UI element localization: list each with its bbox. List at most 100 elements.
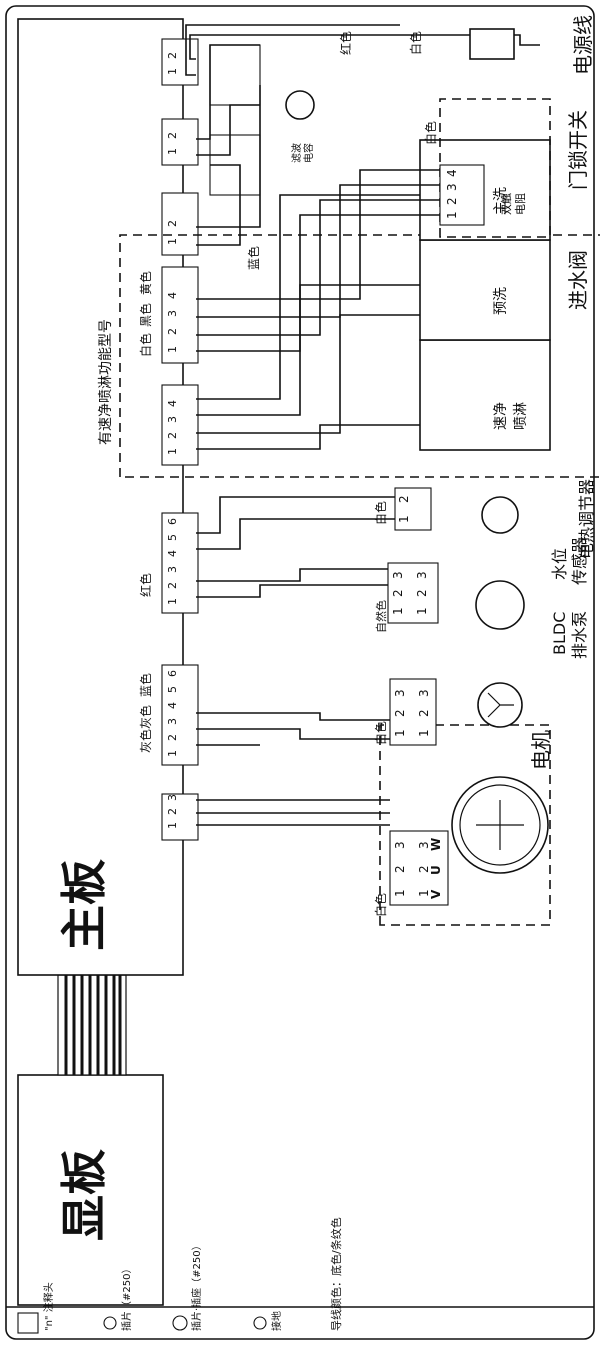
- label-red-2: 红色: [338, 31, 353, 55]
- svg-text:2: 2: [166, 432, 179, 439]
- svg-text:3: 3: [415, 571, 429, 579]
- svg-text:1: 1: [397, 515, 411, 523]
- svg-text:2: 2: [166, 52, 179, 59]
- svg-text:1: 1: [391, 607, 405, 615]
- label-black: 黑色: [139, 303, 153, 327]
- water-sensor-label-1: 水位: [550, 548, 569, 580]
- main-board-label: 主板: [57, 859, 111, 951]
- valve-wires: [196, 194, 420, 450]
- pump-label-2: 排水泵: [570, 611, 589, 659]
- legend: "n" 注释头 插片（#250） 插片·插座（#250） 接地 导线颜色：底色/…: [17, 1217, 343, 1334]
- filter-symbol: [285, 90, 315, 120]
- svg-text:1: 1: [417, 729, 431, 737]
- svg-text:3: 3: [391, 571, 405, 579]
- svg-text:1: 1: [445, 211, 459, 219]
- svg-text:1: 1: [393, 729, 407, 737]
- filter-label-2: 电容: [302, 143, 315, 163]
- svg-text:3: 3: [445, 183, 459, 191]
- pump-connector: [389, 678, 437, 746]
- svg-text:2: 2: [417, 709, 431, 717]
- main-board-connectors: [161, 38, 199, 841]
- svg-text:3: 3: [166, 718, 179, 725]
- svg-text:3: 3: [166, 416, 179, 423]
- svg-text:4: 4: [166, 550, 179, 557]
- svg-text:"n" 注释头: "n" 注释头: [42, 1282, 55, 1331]
- inlet-valve-label: 进水阀: [566, 250, 590, 310]
- svg-text:插片·插座（#250）: 插片·插座（#250）: [190, 1240, 203, 1331]
- svg-text:2: 2: [166, 808, 179, 815]
- svg-text:2: 2: [397, 495, 411, 503]
- svg-text:接地: 接地: [270, 1311, 283, 1331]
- label-white-pump: 白色: [373, 721, 388, 745]
- svg-text:1: 1: [166, 68, 179, 75]
- svg-text:2: 2: [166, 582, 179, 589]
- svg-text:6: 6: [166, 518, 179, 525]
- label-blue-1: 蓝色: [139, 673, 153, 697]
- water-sensor-connector: [387, 562, 439, 624]
- svg-text:2: 2: [166, 220, 179, 227]
- svg-text:导线颜色：底色/条纹色: 导线颜色：底色/条纹色: [329, 1217, 343, 1331]
- svg-text:3: 3: [417, 689, 431, 697]
- svg-text:2: 2: [166, 734, 179, 741]
- door-lock-wires: [196, 169, 440, 352]
- svg-text:1: 1: [166, 346, 179, 353]
- water-sensor-symbol: [475, 580, 525, 630]
- label-white-motor: 白色: [373, 893, 388, 917]
- filter-connector-right: [209, 44, 261, 106]
- svg-text:1: 1: [166, 448, 179, 455]
- plug-symbol: [469, 28, 515, 60]
- svg-text:2: 2: [445, 197, 459, 205]
- motor-wires: [196, 799, 390, 826]
- svg-text:1: 1: [417, 889, 431, 897]
- svg-text:1: 1: [166, 598, 179, 605]
- valve-pre-wash-box: [419, 239, 551, 341]
- valve-main-wash: 主洗: [493, 187, 509, 215]
- svg-text:插片（#250）: 插片（#250）: [120, 1264, 133, 1331]
- heater-connector: [394, 487, 432, 531]
- svg-text:3: 3: [166, 310, 179, 317]
- ribbon-cable: [57, 974, 127, 1076]
- svg-text:4: 4: [166, 292, 179, 299]
- svg-text:1: 1: [393, 889, 407, 897]
- svg-text:2: 2: [393, 709, 407, 717]
- valve-fast-spray-1: 速净: [493, 402, 509, 430]
- label-white-power: 白色: [408, 31, 423, 55]
- motor-dashed-box: [379, 724, 551, 926]
- main-board-valve-connector: [161, 384, 199, 466]
- door-lock-connector: [439, 164, 485, 226]
- label-white-door: 白色: [423, 121, 438, 145]
- display-board-label: 显板: [57, 1149, 111, 1241]
- svg-text:2: 2: [166, 328, 179, 335]
- svg-text:4: 4: [166, 702, 179, 709]
- label-gray-gray: 灰色灰色: [139, 705, 153, 753]
- power-cord-label: 电源线: [571, 15, 595, 75]
- svg-text:1: 1: [415, 607, 429, 615]
- filter-label-1: 滤波: [290, 143, 303, 163]
- door-lock-label: 门锁开关: [566, 110, 590, 190]
- svg-text:1: 1: [166, 822, 179, 829]
- door-lock-inner-1: 双触: [499, 193, 513, 215]
- svg-text:2: 2: [166, 132, 179, 139]
- svg-text:2: 2: [391, 589, 405, 597]
- svg-text:2: 2: [415, 589, 429, 597]
- svg-text:V: V: [429, 889, 443, 899]
- svg-text:5: 5: [166, 686, 179, 693]
- water-sensor-wires: [196, 568, 388, 598]
- svg-text:2: 2: [393, 865, 407, 873]
- svg-text:1: 1: [166, 238, 179, 245]
- motor-connector: [389, 830, 449, 906]
- label-blue-2: 蓝色: [247, 246, 261, 270]
- water-sensor-label-2: 传感器: [570, 537, 589, 585]
- valve-fast-spray-2: 喷淋: [513, 402, 529, 430]
- svg-text:U: U: [429, 865, 443, 875]
- power-wires: [185, 24, 420, 246]
- heater-symbol: [481, 496, 519, 534]
- motor-label: 电机: [529, 730, 553, 770]
- svg-text:5: 5: [166, 534, 179, 541]
- door-lock-inner-2: 电阻: [514, 193, 527, 215]
- pump-wires: [196, 712, 390, 746]
